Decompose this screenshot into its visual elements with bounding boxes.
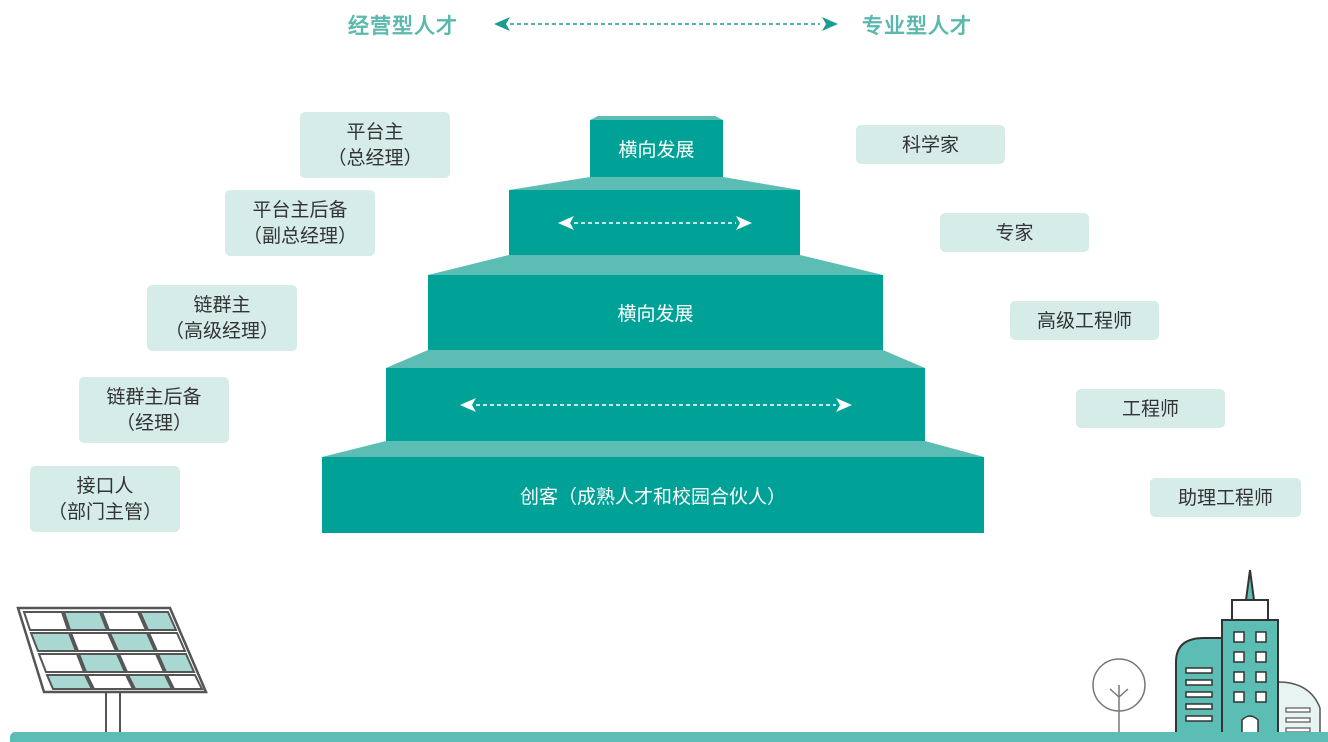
left-role-card: 链群主 （高级经理） [147,285,297,351]
role-title: 链群主后备 [106,386,202,408]
pyramid-step-4 [386,368,925,441]
role-subtitle: （总经理） [327,147,423,169]
right-role-card: 高级工程师 [1010,301,1159,340]
header-right-label: 专业型人才 [862,14,972,38]
solar-panel-icon [16,606,208,742]
buildings-icon [1175,569,1321,742]
double-arrow-icon [494,17,838,31]
right-role-card: 专家 [940,213,1089,252]
role-title: 专家 [995,221,1034,244]
left-role-card: 平台主后备 （副总经理） [225,190,375,256]
right-role-card: 科学家 [856,125,1005,164]
left-role-card: 链群主后备 （经理） [79,377,229,443]
role-subtitle: （高级经理） [164,320,279,342]
pyramid-base-step: 创客（成熟人才和校园合伙人） [322,457,984,533]
pyramid-step-2 [509,190,800,255]
role-subtitle: （副总经理） [242,225,357,247]
pyramid-top-label: 横向发展 [618,139,695,161]
double-arrow-icon [557,215,752,230]
double-arrow-icon [459,397,852,412]
role-title: 接口人 [76,475,134,497]
role-title: 链群主 [193,294,251,316]
tree-icon [1092,658,1146,742]
left-role-card: 平台主 （总经理） [300,112,450,178]
role-title: 高级工程师 [1036,309,1132,332]
role-subtitle: （经理） [115,412,192,434]
role-title: 工程师 [1121,397,1179,420]
header-left-label: 经营型人才 [348,14,458,38]
right-role-card: 工程师 [1076,389,1225,428]
ground-line [10,732,1328,742]
pyramid-mid-label: 横向发展 [617,303,694,325]
right-role-card: 助理工程师 [1150,478,1301,517]
role-title: 助理工程师 [1177,486,1273,509]
role-subtitle: （部门主管） [47,501,162,523]
pyramid-base-label: 创客（成熟人才和校园合伙人） [519,485,786,508]
role-title: 平台主 [346,121,404,143]
role-title: 平台主后备 [252,199,348,221]
pyramid-step-3: 横向发展 [428,275,883,350]
left-role-card: 接口人 （部门主管） [30,466,180,532]
pyramid-top-step: 横向发展 [590,120,723,177]
role-title: 科学家 [901,133,959,156]
